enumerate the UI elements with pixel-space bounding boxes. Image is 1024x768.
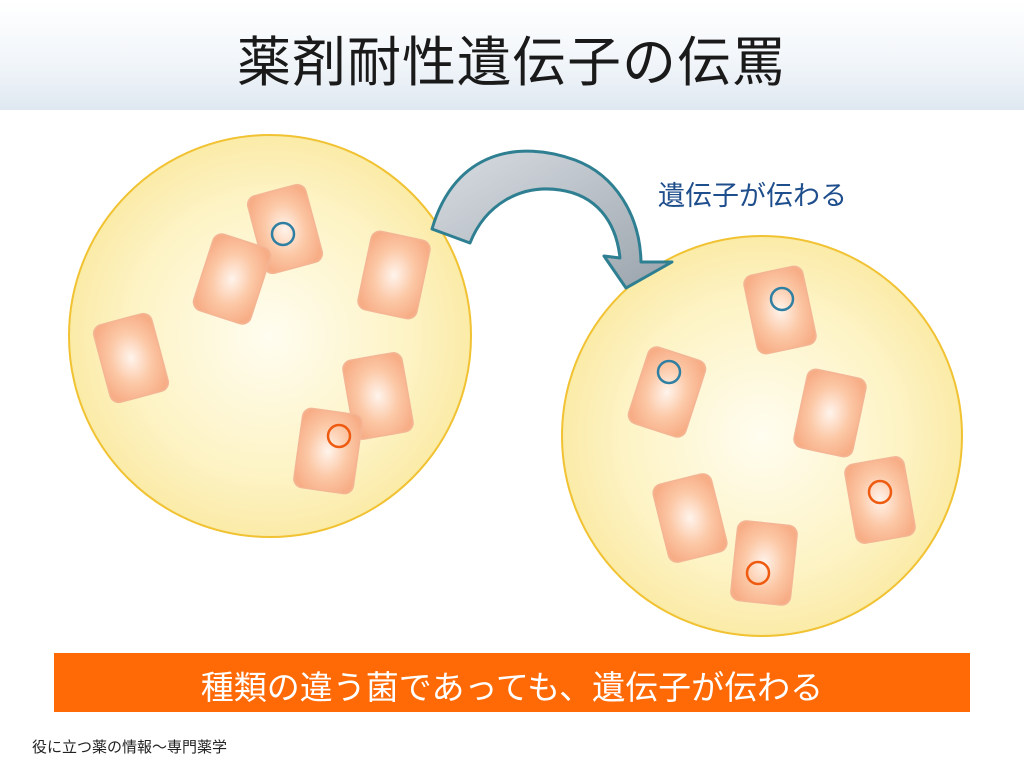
chromosome-block — [793, 368, 867, 458]
plasmid-blue — [769, 286, 795, 312]
footer-text: 役に立つ薬の情報〜専門薬学 — [32, 738, 228, 756]
chromosome-block — [192, 233, 272, 325]
summary-banner-text: 種類の違う菌であっても、遺伝子が伝わる — [200, 668, 824, 707]
recipient-bacterium — [561, 235, 963, 637]
plasmid-blue — [656, 359, 682, 385]
chromosome-block — [627, 346, 707, 438]
plasmid-blue — [270, 221, 296, 247]
chromosome-block — [652, 473, 728, 563]
title-band: 薬剤耐性遺伝子の伝罵 — [0, 0, 1024, 110]
chromosome-block — [357, 230, 431, 320]
plasmid-orange — [867, 479, 893, 505]
transfer-label: 遺伝子が伝わる — [658, 181, 847, 212]
curved-transfer-arrow-icon — [430, 149, 674, 290]
chromosome-block — [844, 456, 916, 544]
plasmid-orange — [745, 560, 771, 586]
chromosome-block — [92, 312, 170, 404]
donor-bacterium — [68, 134, 472, 538]
plasmid-orange — [326, 423, 352, 449]
summary-banner: 種類の違う菌であっても、遺伝子が伝わる — [54, 653, 970, 712]
chromosome-block — [293, 407, 363, 495]
page-title: 薬剤耐性遺伝子の伝罵 — [237, 31, 787, 94]
